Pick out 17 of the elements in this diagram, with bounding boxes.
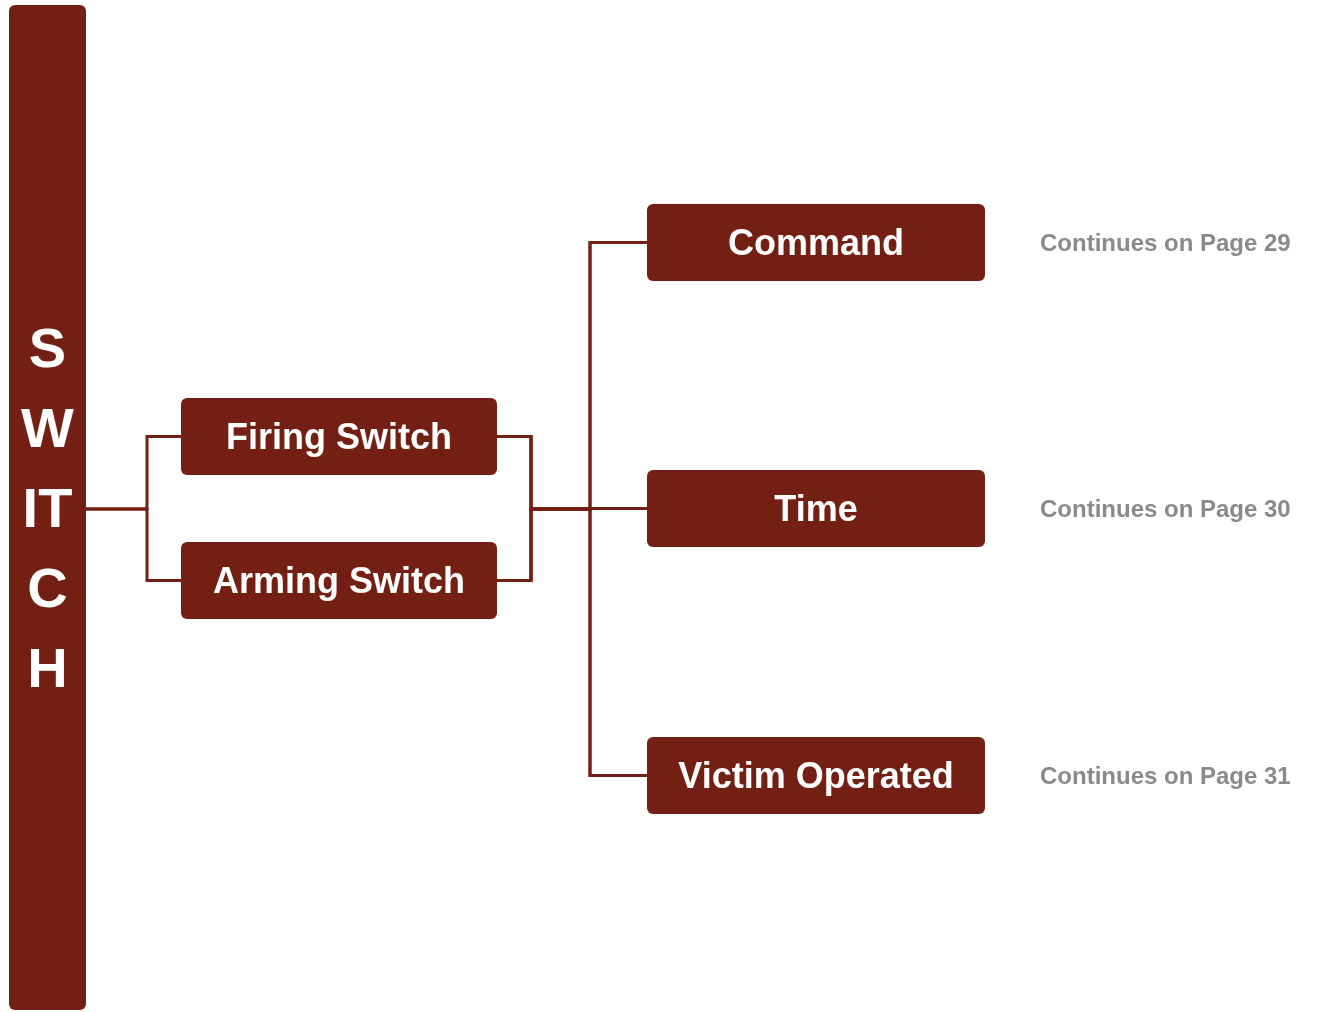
page-reference-note: Continues on Page 30 [1040, 494, 1291, 523]
box-label: Victim Operated [678, 754, 954, 797]
category-box [647, 737, 985, 814]
category-bar [9, 5, 86, 1010]
box-label: Arming Switch [213, 559, 465, 602]
connector-line [86, 507, 181, 582]
category-box [647, 470, 985, 547]
category-box [181, 542, 497, 619]
box-label: Firing Switch [226, 415, 452, 458]
box-label: Command [728, 221, 904, 264]
box-label: Time [774, 487, 858, 530]
connector-line [497, 507, 647, 777]
category-box [647, 204, 985, 281]
page-reference-note: Continues on Page 29 [1040, 228, 1291, 257]
page-reference-note: Continues on Page 31 [1040, 761, 1291, 790]
category-box [181, 398, 497, 475]
vertical-heading: SWITCH [20, 314, 75, 701]
